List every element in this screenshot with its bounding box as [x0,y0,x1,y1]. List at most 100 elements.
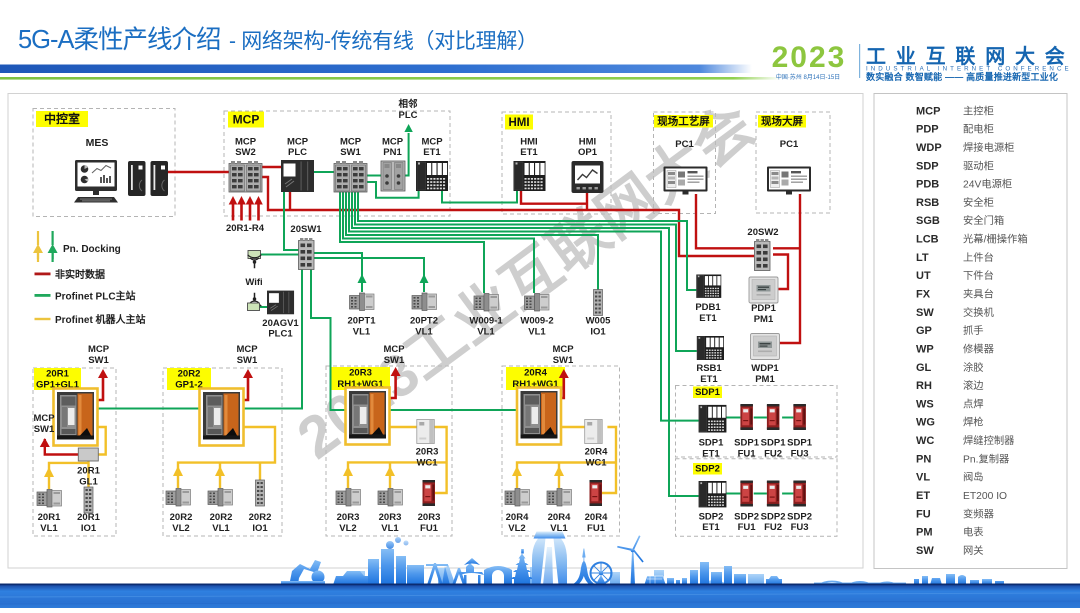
svg-text:MCP: MCP [916,105,940,117]
svg-text:FU1: FU1 [738,449,757,460]
svg-text:20R3: 20R3 [418,512,441,523]
svg-text:IO1: IO1 [252,523,268,534]
svg-text:RH1+WG1: RH1+WG1 [512,379,559,390]
svg-text:配电柜: 配电柜 [963,123,994,136]
svg-text:RSB: RSB [916,197,939,209]
svg-text:20R1: 20R1 [77,512,100,523]
svg-text:RSB1: RSB1 [696,363,722,374]
svg-text:20R4: 20R4 [506,512,529,523]
svg-text:下件台: 下件台 [963,269,994,282]
svg-text:PM1: PM1 [754,314,774,325]
svg-text:ET1: ET1 [699,313,717,324]
svg-text:焊枪: 焊枪 [963,416,984,429]
svg-text:20R1: 20R1 [38,512,61,523]
svg-text:GP1+GL1: GP1+GL1 [36,379,80,390]
svg-text:VL2: VL2 [339,523,356,534]
svg-text:PN1: PN1 [383,147,402,158]
svg-text:网关: 网关 [963,544,984,557]
svg-text:现场大屏: 现场大屏 [761,114,803,127]
svg-text:INDUSTRIAL INTERNET CONFERENCE: INDUSTRIAL INTERNET CONFERENCE [866,66,1072,73]
svg-text:SDP2: SDP2 [695,464,720,475]
svg-text:PDB1: PDB1 [695,302,721,313]
svg-text:FX: FX [916,289,931,301]
svg-text:PC1: PC1 [675,139,694,150]
svg-text:焊缝控制器: 焊缝控制器 [963,434,1014,447]
svg-text:涂胶: 涂胶 [963,361,984,374]
svg-text:ET200 IO: ET200 IO [963,491,1007,502]
svg-text:修模器: 修模器 [963,342,994,355]
svg-text:ET1: ET1 [702,449,720,460]
svg-text:GL: GL [916,362,932,374]
svg-text:PM: PM [916,527,933,539]
svg-text:SDP: SDP [916,160,939,172]
svg-text:SDP1: SDP1 [787,438,813,449]
svg-text:LCB: LCB [916,234,939,246]
svg-text:滚边: 滚边 [963,379,984,392]
svg-text:VL1: VL1 [212,523,230,534]
svg-text:W005: W005 [586,316,612,327]
svg-text:20PT2: 20PT2 [410,316,438,327]
svg-text:MCP: MCP [382,137,404,148]
svg-text:GP: GP [916,325,932,337]
svg-text:2023: 2023 [772,41,847,74]
svg-text:OP1: OP1 [578,147,598,158]
svg-text:SW1: SW1 [237,355,258,366]
svg-text:VL1: VL1 [381,523,399,534]
svg-text:VL2: VL2 [508,523,525,534]
svg-text:20R4: 20R4 [524,368,547,379]
svg-text:LT: LT [916,252,929,264]
svg-text:驱动柜: 驱动柜 [963,159,994,172]
svg-text:PLC: PLC [288,147,307,158]
svg-text:WP: WP [916,343,934,355]
svg-text:20R4: 20R4 [585,512,608,523]
svg-text:现场工艺屏: 现场工艺屏 [657,114,710,127]
svg-text:SW1: SW1 [34,424,55,435]
svg-text:GL1: GL1 [79,477,98,488]
svg-text:工业互联网大会: 工业互联网大会 [866,44,1075,68]
svg-text:20R2: 20R2 [249,512,272,523]
svg-text:中控室: 中控室 [44,111,80,126]
svg-text:ET1: ET1 [423,147,441,158]
svg-text:MCP: MCP [287,137,309,148]
svg-text:VL2: VL2 [172,523,189,534]
svg-text:20R2: 20R2 [210,512,233,523]
svg-text:非实时数据: 非实时数据 [55,268,105,281]
svg-text:WDP: WDP [916,142,942,154]
svg-text:FU: FU [916,508,931,520]
svg-text:20SW2: 20SW2 [747,227,778,238]
svg-text:MES: MES [86,137,109,149]
svg-text:电表: 电表 [963,526,984,539]
svg-text:VL1: VL1 [550,523,568,534]
svg-text:VL1: VL1 [353,327,371,338]
svg-text:20R3: 20R3 [349,368,372,379]
svg-text:GP1-2: GP1-2 [175,379,202,390]
svg-text:SW1: SW1 [553,355,574,366]
svg-text:UT: UT [916,270,931,282]
svg-text:VL: VL [916,472,930,484]
svg-text:SGB: SGB [916,215,940,227]
svg-text:FU1: FU1 [420,523,439,534]
svg-text:WC: WC [916,435,934,447]
svg-text:MCP: MCP [552,344,574,355]
svg-text:VL1: VL1 [528,327,546,338]
svg-text:20AGV1: 20AGV1 [262,318,299,329]
svg-text:HMI: HMI [508,117,529,129]
svg-text:WG: WG [916,417,935,429]
svg-text:抓手: 抓手 [963,324,984,337]
svg-text:SDP2: SDP2 [734,512,759,523]
svg-text:FU3: FU3 [791,522,809,533]
svg-text:主控柜: 主控柜 [963,104,994,117]
svg-text:20R3: 20R3 [379,512,402,523]
svg-text:MCP: MCP [340,137,362,148]
svg-text:数实融合 数智赋能 —— 高质量推进新型工业化: 数实融合 数智赋能 —— 高质量推进新型工业化 [866,71,1058,82]
svg-text:MCP: MCP [421,137,443,148]
svg-text:W009-1: W009-1 [469,316,503,327]
svg-text:20R1: 20R1 [77,466,100,477]
svg-text:SDP1: SDP1 [761,438,787,449]
svg-text:20R2: 20R2 [170,512,193,523]
svg-text:夹具台: 夹具台 [963,288,994,301]
svg-text:PLC: PLC [399,110,418,121]
svg-text:SW: SW [916,545,934,557]
svg-text:HMI: HMI [579,137,596,148]
svg-text:MCP: MCP [233,113,260,127]
